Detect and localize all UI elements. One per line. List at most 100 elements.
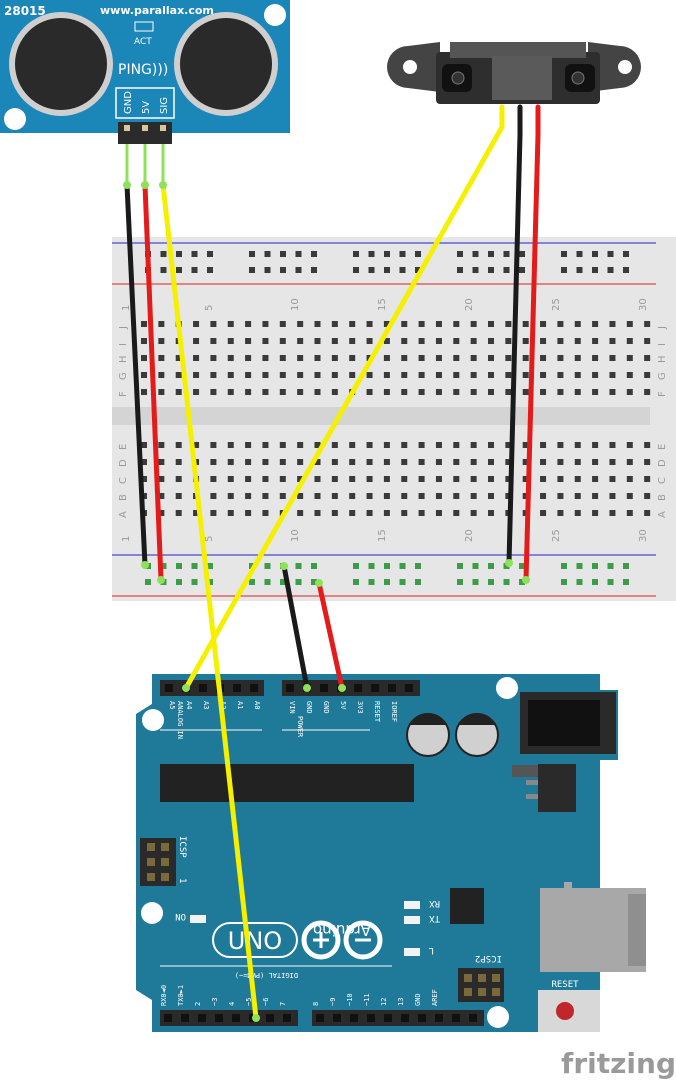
breadboard-hole[interactable]	[314, 459, 321, 465]
breadboard-hole[interactable]	[644, 459, 651, 465]
breadboard-hole[interactable]	[592, 476, 599, 482]
breadboard-hole[interactable]	[522, 442, 529, 448]
breadboard-hole[interactable]	[592, 355, 599, 361]
breadboard-hole[interactable]	[607, 579, 614, 585]
breadboard-hole[interactable]	[488, 459, 494, 465]
breadboard-hole[interactable]	[158, 372, 165, 378]
breadboard-hole[interactable]	[470, 442, 477, 448]
breadboard-hole[interactable]	[488, 267, 494, 273]
breadboard-hole[interactable]	[609, 476, 616, 482]
breadboard-hole[interactable]	[353, 267, 359, 273]
breadboard-hole[interactable]	[175, 389, 182, 395]
breadboard-hole[interactable]	[349, 338, 356, 344]
breadboard-hole[interactable]	[609, 321, 616, 327]
breadboard-hole[interactable]	[349, 476, 356, 482]
breadboard-hole[interactable]	[368, 579, 375, 585]
breadboard-hole[interactable]	[227, 321, 234, 327]
breadboard-hole[interactable]	[245, 321, 252, 327]
breadboard-hole[interactable]	[418, 442, 425, 448]
breadboard-hole[interactable]	[557, 355, 564, 361]
breadboard-hole[interactable]	[522, 321, 529, 327]
breadboard-hole[interactable]	[540, 493, 547, 499]
breadboard-hole[interactable]	[470, 372, 477, 378]
header-socket[interactable]	[452, 1014, 460, 1022]
breadboard-hole[interactable]	[607, 267, 614, 273]
breadboard-hole[interactable]	[435, 338, 442, 344]
breadboard-hole[interactable]	[175, 476, 182, 482]
breadboard-hole[interactable]	[503, 579, 510, 585]
breadboard-hole[interactable]	[470, 493, 477, 499]
breadboard-hole[interactable]	[505, 321, 512, 327]
breadboard-hole[interactable]	[384, 579, 390, 585]
breadboard-hole[interactable]	[262, 493, 269, 499]
breadboard-hole[interactable]	[435, 442, 442, 448]
breadboard-hole[interactable]	[141, 476, 147, 482]
breadboard-hole[interactable]	[297, 372, 304, 378]
breadboard-hole[interactable]	[401, 459, 408, 465]
breadboard-hole[interactable]	[249, 251, 255, 257]
breadboard-hole[interactable]	[503, 267, 510, 273]
breadboard-hole[interactable]	[207, 579, 213, 585]
breadboard-hole[interactable]	[210, 493, 217, 499]
breadboard-hole[interactable]	[557, 510, 564, 516]
breadboard-hole[interactable]	[193, 389, 200, 395]
breadboard-hole[interactable]	[227, 476, 234, 482]
breadboard-hole[interactable]	[488, 355, 494, 361]
breadboard-hole[interactable]	[435, 355, 442, 361]
breadboard-hole[interactable]	[158, 355, 165, 361]
breadboard-hole[interactable]	[561, 579, 567, 585]
breadboard-hole[interactable]	[158, 476, 165, 482]
breadboard-hole[interactable]	[418, 355, 425, 361]
breadboard-hole[interactable]	[295, 267, 302, 273]
breadboard-hole[interactable]	[227, 442, 234, 448]
breadboard-hole[interactable]	[207, 267, 213, 273]
breadboard-hole[interactable]	[191, 579, 198, 585]
breadboard-hole[interactable]	[609, 372, 616, 378]
breadboard-hole[interactable]	[193, 355, 200, 361]
breadboard-hole[interactable]	[470, 355, 477, 361]
breadboard-hole[interactable]	[383, 476, 390, 482]
breadboard-hole[interactable]	[314, 372, 321, 378]
breadboard-hole[interactable]	[141, 321, 147, 327]
breadboard-hole[interactable]	[210, 338, 217, 344]
breadboard-hole[interactable]	[607, 251, 614, 257]
breadboard-hole[interactable]	[349, 442, 356, 448]
header-socket[interactable]	[371, 684, 379, 692]
breadboard-hole[interactable]	[141, 459, 147, 465]
wire-black-arduino-gnd[interactable]	[281, 563, 310, 691]
breadboard-hole[interactable]	[245, 493, 252, 499]
breadboard-hole[interactable]	[193, 321, 200, 327]
breadboard-hole[interactable]	[280, 267, 286, 273]
breadboard-hole[interactable]	[557, 476, 564, 482]
breadboard-hole[interactable]	[245, 510, 252, 516]
breadboard-hole[interactable]	[557, 338, 564, 344]
breadboard-hole[interactable]	[311, 251, 317, 257]
header-socket[interactable]	[215, 1014, 223, 1022]
breadboard-hole[interactable]	[592, 442, 599, 448]
wire-red-ir-5v[interactable]	[523, 104, 541, 583]
breadboard-hole[interactable]	[644, 321, 651, 327]
breadboard-hole[interactable]	[435, 493, 442, 499]
breadboard-hole[interactable]	[210, 389, 217, 395]
breadboard-hole[interactable]	[311, 579, 317, 585]
header-socket[interactable]	[333, 1014, 341, 1022]
breadboard-hole[interactable]	[415, 579, 421, 585]
breadboard-hole[interactable]	[557, 442, 564, 448]
breadboard-hole[interactable]	[488, 251, 494, 257]
breadboard-hole[interactable]	[418, 321, 425, 327]
breadboard-hole[interactable]	[505, 338, 512, 344]
wire-yellow-ping-signal[interactable]	[160, 182, 259, 1021]
breadboard-hole[interactable]	[210, 442, 217, 448]
breadboard-hole[interactable]	[383, 459, 390, 465]
breadboard-hole[interactable]	[522, 372, 529, 378]
breadboard-hole[interactable]	[158, 389, 165, 395]
breadboard-hole[interactable]	[384, 563, 390, 569]
breadboard-hole[interactable]	[435, 372, 442, 378]
breadboard-hole[interactable]	[488, 510, 494, 516]
breadboard-hole[interactable]	[561, 267, 567, 273]
breadboard-hole[interactable]	[366, 476, 373, 482]
breadboard-hole[interactable]	[607, 563, 614, 569]
breadboard-hole[interactable]	[279, 476, 286, 482]
breadboard-hole[interactable]	[193, 442, 200, 448]
breadboard-hole[interactable]	[592, 493, 599, 499]
